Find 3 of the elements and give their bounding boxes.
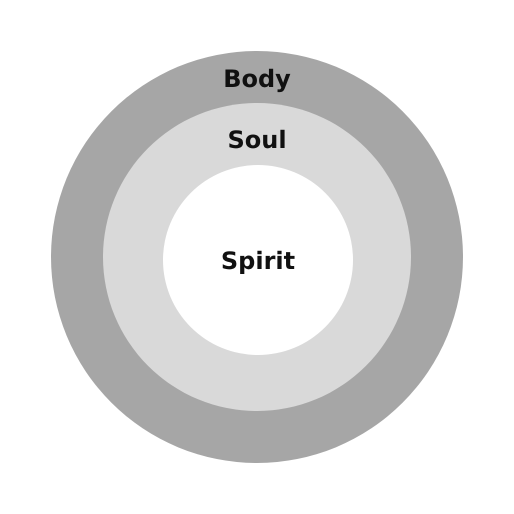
region-label: Soul bbox=[227, 128, 287, 152]
region-label: Spirit bbox=[220, 249, 296, 273]
region-label: Body bbox=[223, 67, 291, 91]
